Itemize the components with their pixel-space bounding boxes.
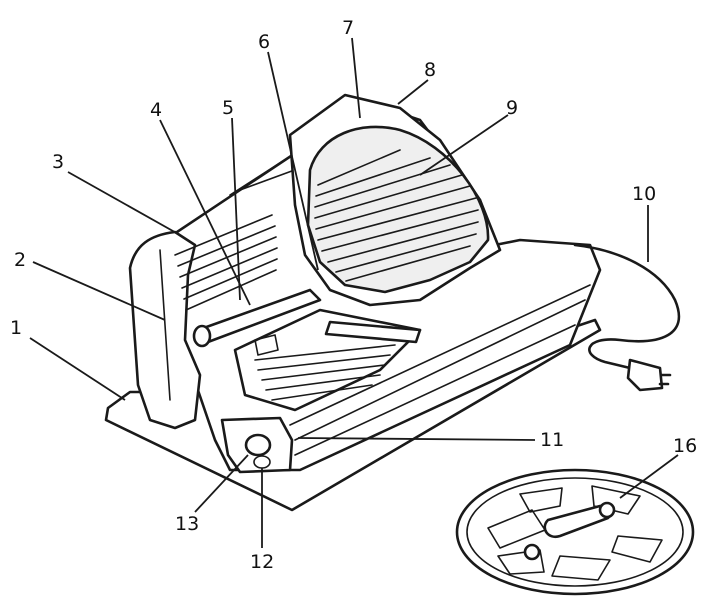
- callout-labels: 1 2 3 4 5 6 7 8 9 10 11 12 13 16: [10, 17, 697, 573]
- callout-2: 2: [14, 249, 26, 271]
- control-panel: [220, 416, 294, 474]
- power-cord: [573, 243, 681, 392]
- leader-11: [297, 437, 536, 441]
- blade-assembly: [288, 93, 502, 307]
- callout-7: 7: [342, 17, 354, 39]
- callout-5: 5: [222, 97, 234, 119]
- leader-7: [351, 37, 361, 119]
- callout-10: 10: [632, 183, 656, 205]
- leader-6: [267, 51, 319, 271]
- callout-12: 12: [250, 551, 274, 573]
- leader-lines: [29, 37, 679, 548]
- leader-1: [29, 337, 126, 401]
- callout-16: 16: [673, 435, 697, 457]
- food-pusher-plate: [455, 468, 695, 596]
- callout-6: 6: [258, 31, 270, 53]
- carriage-grooves: [254, 344, 396, 401]
- leader-8: [397, 79, 429, 105]
- ribbed-panel: [174, 214, 278, 311]
- blade-grooves: [314, 149, 479, 282]
- leader-13: [194, 454, 249, 513]
- callout-1: 1: [10, 317, 22, 339]
- leader-4: [159, 119, 251, 306]
- leader-9: [419, 114, 509, 176]
- callout-4: 4: [150, 99, 162, 121]
- callout-8: 8: [424, 59, 436, 81]
- callout-3: 3: [52, 151, 64, 173]
- leader-3: [67, 171, 181, 236]
- callout-11: 11: [540, 429, 564, 451]
- callout-13: 13: [175, 513, 199, 535]
- callout-9: 9: [506, 97, 518, 119]
- leader-16: [619, 454, 679, 499]
- leader-2: [32, 261, 166, 321]
- side-rail: [289, 284, 591, 456]
- carriage: [192, 288, 422, 412]
- leader-5: [231, 117, 241, 301]
